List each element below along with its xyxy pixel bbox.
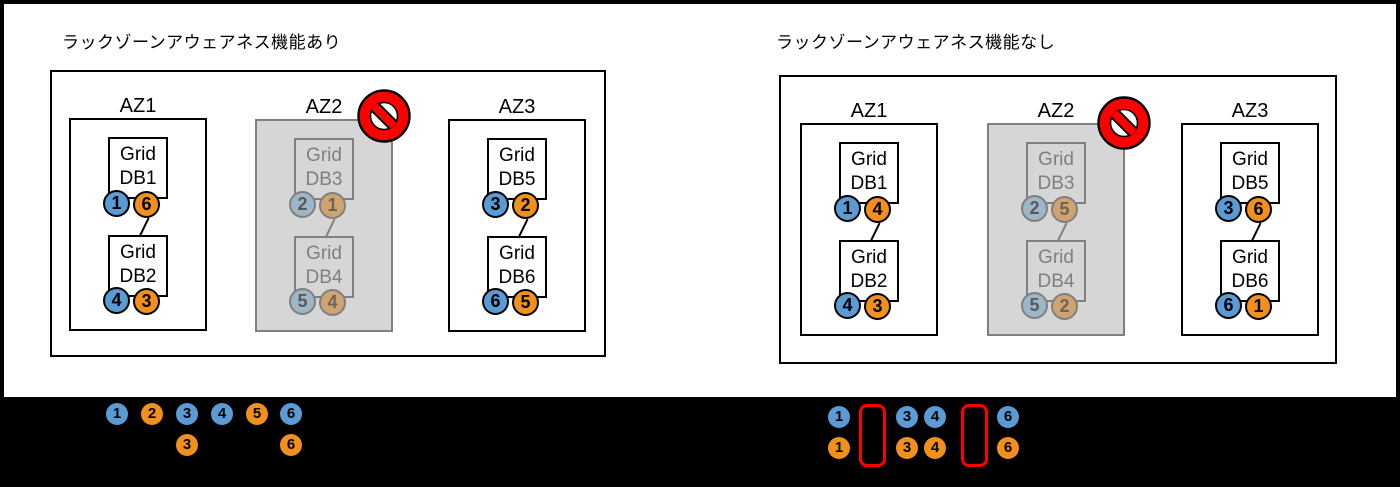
panel-title-without-awareness: ラックゾーンアウェアネス機能なし [776, 33, 1056, 52]
griddb-label-line: DB1 [119, 168, 157, 189]
footer-partition-chip: 3 [896, 437, 918, 459]
griddb-label-line: Grid [499, 243, 535, 264]
griddb-node: Grid DB3 [294, 138, 354, 200]
az-label: AZ2 [1037, 100, 1075, 122]
griddb-label-line: Grid [120, 242, 156, 263]
partition-chip: 3 [133, 288, 160, 315]
partition-chip: 6 [482, 288, 509, 315]
partition-chip: 1 [319, 192, 346, 219]
griddb-label-line: DB2 [119, 266, 157, 287]
partition-chip: 4 [319, 289, 346, 316]
griddb-label-line: Grid [1038, 149, 1074, 170]
footer-partition-chip: 1 [828, 437, 850, 459]
footer-partition-chip: 3 [176, 434, 198, 456]
partition-chip: 4 [103, 287, 130, 314]
az-box-right-1: AZ1 Grid DB1 1 4 Grid DB2 4 3 [800, 100, 938, 336]
griddb-label-line: Grid [306, 145, 342, 166]
az-label: AZ3 [1231, 100, 1269, 122]
griddb-node: Grid DB5 [1220, 142, 1280, 204]
footer-partition-chip: 1 [106, 403, 128, 425]
footer-partition-chip: 6 [280, 403, 302, 425]
az-box-right-2-failed: AZ2 Grid DB3 2 5 Grid DB4 5 2 [987, 100, 1125, 336]
griddb-node: Grid DB2 [839, 240, 899, 302]
footer-partition-chip: 6 [997, 437, 1019, 459]
az-box-left-3: AZ3 Grid DB5 3 2 Grid DB6 6 5 [448, 96, 586, 332]
griddb-node: Grid DB6 [487, 236, 547, 298]
prohibition-icon [357, 89, 411, 143]
footer-partition-chip: 6 [280, 434, 302, 456]
partition-chip: 5 [1021, 292, 1048, 319]
partition-chip: 2 [289, 191, 316, 218]
griddb-label-line: DB4 [305, 267, 343, 288]
az-label: AZ1 [119, 95, 157, 117]
partition-chip: 6 [1215, 292, 1242, 319]
az-label: AZ3 [498, 96, 536, 118]
partition-chip: 4 [864, 196, 891, 223]
griddb-label-line: Grid [851, 247, 887, 268]
az-box-left-1: AZ1 Grid DB1 1 6 Grid DB2 4 3 [69, 95, 207, 331]
griddb-node: Grid DB1 [108, 137, 168, 199]
footer-partition-chip: 2 [141, 403, 163, 425]
griddb-node: Grid DB4 [294, 236, 354, 298]
az-label: AZ2 [305, 96, 343, 118]
partition-chip: 5 [1051, 196, 1078, 223]
griddb-node: Grid DB5 [487, 138, 547, 200]
partition-chip: 2 [1051, 293, 1078, 320]
griddb-label-line: DB5 [498, 169, 536, 190]
partition-distribution-strip: 1 2 3 4 5 6 3 6 1 3 4 6 1 3 4 6 [0, 397, 1400, 487]
lost-partition-slot [859, 404, 886, 467]
griddb-label-line: DB1 [850, 173, 888, 194]
footer-partition-chip: 4 [211, 403, 233, 425]
partition-chip: 6 [1245, 196, 1272, 223]
griddb-label-line: DB6 [1231, 271, 1269, 292]
partition-chip: 6 [133, 191, 160, 218]
griddb-node: Grid DB6 [1220, 240, 1280, 302]
panel-title-with-awareness: ラックゾーンアウェアネス機能あり [62, 33, 342, 52]
griddb-label-line: DB3 [305, 169, 343, 190]
griddb-label-line: DB2 [850, 271, 888, 292]
griddb-label-line: Grid [306, 243, 342, 264]
footer-partition-chip: 4 [924, 437, 946, 459]
partition-chip: 2 [512, 192, 539, 219]
footer-partition-chip: 6 [997, 406, 1019, 428]
griddb-label-line: DB5 [1231, 173, 1269, 194]
partition-chip: 1 [1245, 293, 1272, 320]
griddb-label-line: Grid [120, 144, 156, 165]
lost-partition-slot [961, 404, 988, 467]
partition-chip: 4 [834, 292, 861, 319]
footer-partition-chip: 1 [828, 406, 850, 428]
footer-partition-chip: 5 [246, 403, 268, 425]
prohibition-icon [1097, 96, 1151, 150]
partition-chip: 1 [834, 195, 861, 222]
az-box-left-2-failed: AZ2 Grid DB3 2 1 Grid DB4 5 4 [255, 96, 393, 332]
partition-chip: 5 [512, 289, 539, 316]
griddb-label-line: DB4 [1037, 271, 1075, 292]
az-label: AZ1 [850, 100, 888, 122]
griddb-node: Grid DB2 [108, 235, 168, 297]
footer-partition-chip: 3 [176, 403, 198, 425]
griddb-label-line: Grid [499, 145, 535, 166]
partition-chip: 3 [864, 293, 891, 320]
griddb-label-line: Grid [1038, 247, 1074, 268]
partition-chip: 3 [482, 191, 509, 218]
partition-chip: 3 [1215, 195, 1242, 222]
footer-partition-chip: 3 [896, 406, 918, 428]
az-box-right-3: AZ3 Grid DB5 3 6 Grid DB6 6 1 [1181, 100, 1319, 336]
griddb-label-line: DB6 [498, 267, 536, 288]
griddb-label-line: Grid [1232, 247, 1268, 268]
partition-chip: 5 [289, 288, 316, 315]
footer-partition-chip: 4 [924, 406, 946, 428]
partition-chip: 2 [1021, 195, 1048, 222]
partition-chip: 1 [103, 190, 130, 217]
griddb-label-line: DB3 [1037, 173, 1075, 194]
griddb-label-line: Grid [1232, 149, 1268, 170]
griddb-label-line: Grid [851, 149, 887, 170]
